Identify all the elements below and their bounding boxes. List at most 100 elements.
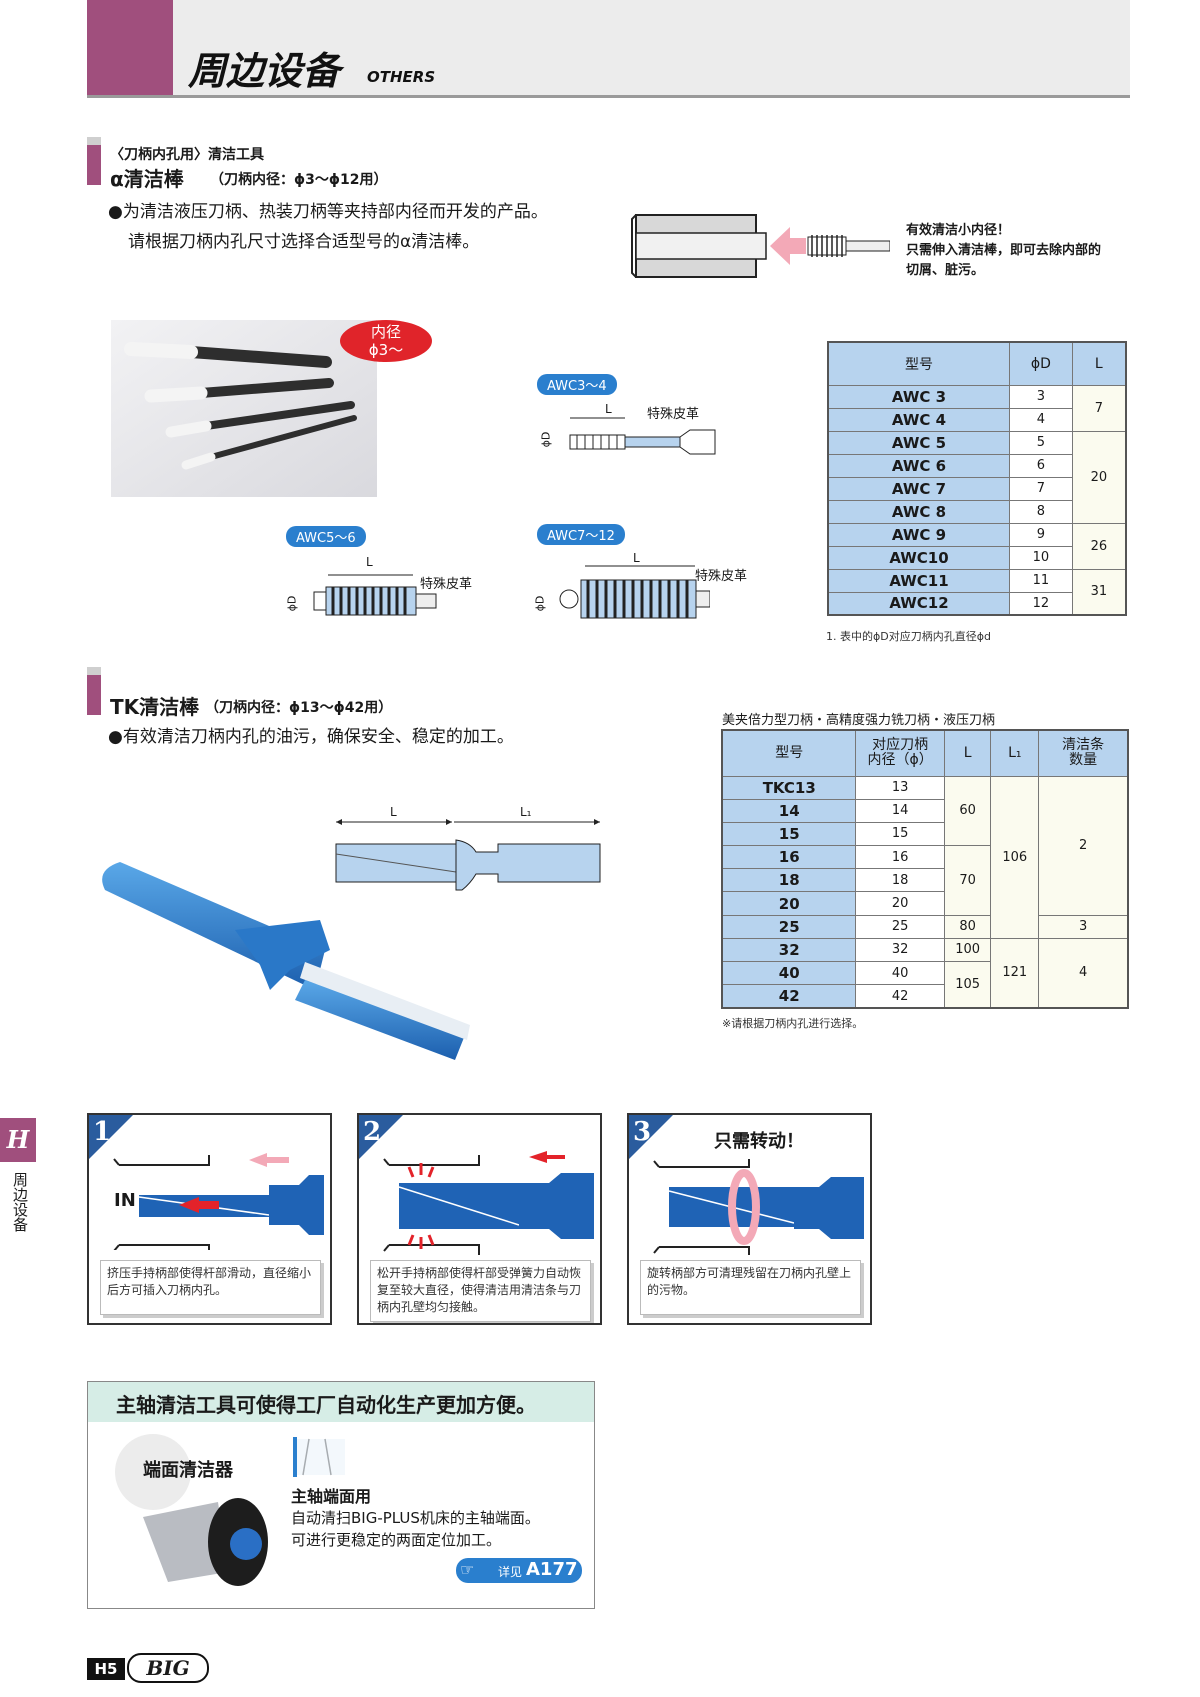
cell-model: AWC 6 — [827, 453, 1011, 478]
cell-d: 9 — [1009, 522, 1073, 547]
cell-model: 25 — [721, 914, 857, 939]
section-marker — [87, 137, 101, 185]
cell-d: 12 — [1009, 591, 1073, 616]
alpha-desc-1: ●为清洁液压刀柄、热装刀柄等夹持部内径而开发的产品。 — [108, 202, 548, 222]
cell-dia: 42 — [855, 984, 945, 1009]
cell-model: AWC 3 — [827, 384, 1011, 409]
reference-prefix: 详见 — [498, 1565, 523, 1579]
cell-model: AWC12 — [827, 591, 1011, 616]
cell-model: 16 — [721, 845, 857, 870]
cell-model: 15 — [721, 821, 857, 847]
alpha-product-photo — [111, 320, 377, 497]
diagram-awc3-4 — [569, 417, 716, 455]
step-number-badge — [359, 1115, 405, 1161]
section-marker — [87, 667, 101, 715]
cell-l: 60 — [943, 775, 992, 847]
cell-qty: 3 — [1038, 914, 1129, 939]
cell-model: 40 — [721, 960, 857, 986]
col-header: L₁ — [990, 729, 1040, 777]
dim-d: ϕD — [539, 431, 553, 448]
step-3-panel: 3 只需转动！ 旋转柄部方可清理残留在刀柄内孔壁上的污物。 — [627, 1113, 872, 1325]
cell-model: AWC 4 — [827, 407, 1011, 432]
col-header-line: 内径（ϕ） — [867, 752, 933, 769]
cell-dia: 18 — [855, 868, 945, 893]
tk-range: （刀柄内径：ϕ13〜ϕ42用） — [205, 700, 393, 716]
spindle-desc-1: 自动清扫BIG-PLUS机床的主轴端面。 — [291, 1509, 540, 1527]
spindle-box-title: 主轴清洁工具可使得工厂自动化生产更加方便。 — [116, 1393, 536, 1417]
dim-l: L — [633, 551, 640, 565]
cell-model: AWC 8 — [827, 499, 1011, 524]
cell-model: TKC13 — [721, 775, 857, 800]
col-header-line: 对应刀柄 — [872, 737, 929, 754]
badge-line: ϕ3〜 — [368, 341, 404, 359]
tk-name: TK清洁棒 — [110, 695, 200, 719]
cell-model: 32 — [721, 937, 857, 963]
col-header: 型号 — [721, 729, 857, 777]
diagram-awc7-12 — [559, 565, 710, 619]
page-title: 周边设备 — [188, 49, 341, 93]
step-caption: 挤压手持柄部使得杆部滑动，直径缩小后方可插入刀柄内孔。 — [100, 1260, 321, 1315]
material-label: 特殊皮革 — [695, 569, 748, 584]
cell-d: 3 — [1009, 384, 1073, 409]
cell-dia: 16 — [855, 845, 945, 870]
cell-l: 80 — [943, 914, 992, 939]
step-2-illustration — [383, 1151, 594, 1255]
cell-d: 8 — [1009, 499, 1073, 524]
dim-d: ϕD — [533, 595, 547, 612]
diagram-label-awc5-6: AWC5〜6 — [286, 526, 366, 547]
cell-model: 18 — [721, 868, 857, 893]
cell-l1: 121 — [990, 937, 1040, 1009]
header-band — [87, 0, 1130, 95]
cell-l: 105 — [943, 960, 992, 1009]
material-label: 特殊皮革 — [647, 407, 700, 422]
callout-line: 有效清洁小内径！ — [906, 223, 1011, 238]
dim-l1: L₁ — [520, 805, 532, 819]
cell-l: 70 — [943, 845, 992, 916]
diagram-label-awc7-12: AWC7〜12 — [537, 524, 625, 545]
step-number-badge — [89, 1115, 135, 1161]
badge-line: 内径 — [370, 323, 401, 341]
cell-dia: 15 — [855, 821, 945, 847]
holder-illustration — [631, 214, 890, 278]
face-cleaner-label: 端面清洁器 — [143, 1460, 233, 1481]
section-tab-label: 周边设备 — [11, 1172, 29, 1232]
cell-dia: 13 — [855, 775, 945, 800]
pointing-hand-icon: ☞ — [460, 1560, 475, 1579]
cell-l1: 106 — [990, 775, 1040, 939]
face-cleaner-photo — [115, 1434, 268, 1586]
section-tab[interactable]: H — [0, 1118, 36, 1162]
cell-d: 5 — [1009, 430, 1073, 455]
tk-product-photo — [102, 862, 470, 1060]
cell-l: 7 — [1071, 384, 1127, 432]
cell-model: AWC 9 — [827, 522, 1011, 547]
table-row: TKC13 13 60 106 2 — [721, 775, 1129, 939]
dim-l: L — [390, 805, 397, 819]
diagram-awc5-6 — [313, 574, 437, 616]
cell-model: AWC 5 — [827, 430, 1011, 455]
cell-qty: 4 — [1038, 937, 1129, 1009]
cell-model: AWC10 — [827, 545, 1011, 570]
see-reference-link[interactable]: ☞ 详见 A177 — [456, 1558, 582, 1583]
spindle-box-header — [88, 1382, 594, 1422]
cell-dia: 14 — [855, 798, 945, 823]
alpha-kicker: 〈刀柄内孔用〉清洁工具 — [110, 147, 264, 163]
alpha-range: （刀柄内径：ϕ3〜ϕ12用） — [210, 172, 388, 188]
step-number-badge — [629, 1115, 675, 1161]
cell-d: 11 — [1009, 568, 1073, 593]
page-subtitle: OTHERS — [367, 68, 436, 86]
big-logo: BIG — [127, 1653, 209, 1683]
material-label: 特殊皮革 — [420, 577, 473, 592]
cell-model: 42 — [721, 984, 857, 1009]
step-1-panel: 1 IN 挤压手持柄部使得杆部滑动，直径缩小后方可插入刀柄内孔。 — [87, 1113, 332, 1325]
spindle-desc-2: 可进行更稳定的两面定位加工。 — [291, 1531, 502, 1549]
spindle-cleaner-box: 主轴清洁工具可使得工厂自动化生产更加方便。 端面清洁器 主轴端面用 自动清扫BI… — [87, 1381, 595, 1609]
tk-table-caption: 美夹倍力型刀柄・高精度强力铣刀柄・液压刀柄 — [722, 713, 996, 728]
